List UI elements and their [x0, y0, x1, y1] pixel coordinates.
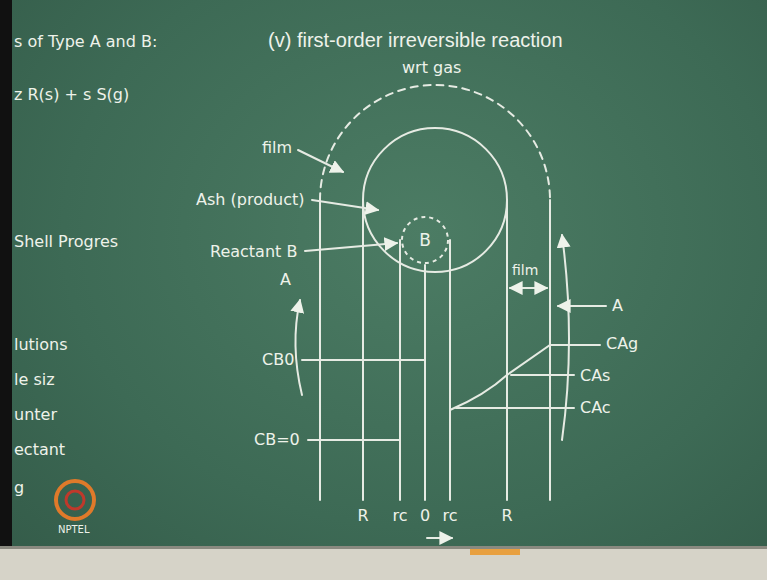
cut-off-note: s of Type A and B: [14, 32, 157, 51]
concentration-line [308, 439, 400, 441]
cut-off-note: unter [14, 405, 57, 424]
core-circle: B [400, 215, 450, 265]
film-width [510, 287, 547, 289]
chalk-ledge [0, 548, 767, 580]
film-boundary [320, 85, 550, 200]
cut-off-note: z R(s) + s S(g) [14, 85, 129, 104]
particle-figure [295, 85, 606, 538]
board-title: (v) first-order irreversible reaction [268, 28, 563, 52]
concentration-label: CB0 [262, 350, 294, 369]
concentration-label: CB=0 [254, 430, 300, 449]
radius-label: rc [442, 506, 457, 525]
flow-arrow [295, 300, 302, 395]
cut-off-note: le siz [14, 370, 55, 389]
core-boundary [402, 217, 448, 263]
logo-ring [56, 481, 94, 519]
cut-off-note: Shell Progres [14, 232, 118, 251]
ash-layer [363, 128, 507, 272]
leader-line [305, 243, 397, 251]
leader-line [298, 150, 343, 172]
core-line [399, 240, 401, 500]
cut-off-note: ectant [14, 440, 65, 459]
ledge-edge [0, 546, 767, 549]
radius-label: R [357, 506, 368, 525]
concentration-label: CAg [606, 334, 638, 353]
leader-line [511, 374, 574, 376]
gas-label: A [612, 296, 623, 315]
flow-arrow [562, 235, 569, 440]
core-label: B [419, 230, 431, 250]
reactant-label: Reactant B [210, 242, 297, 261]
concentration-label: CAc [580, 398, 611, 417]
film-label: film [512, 262, 538, 279]
radius-label: R [501, 506, 512, 525]
chalk-piece [470, 549, 520, 555]
radius-label: rc [392, 506, 407, 525]
logo-text: NPTEL [58, 524, 90, 536]
subtitle-note: wrt gas [402, 58, 461, 77]
cut-off-note: lutions [14, 335, 68, 354]
ash-label: Ash (product) [196, 190, 305, 209]
concentration-line [302, 359, 425, 361]
concentration-label: CAs [580, 366, 610, 385]
radius-label: 0 [420, 506, 430, 525]
radius-arrow [427, 537, 452, 539]
logo-ring [66, 491, 84, 509]
nptel-logo [56, 481, 94, 519]
board-edge [0, 0, 12, 580]
film-line [549, 200, 551, 500]
flow-arrow [558, 305, 606, 307]
concentration-profile [450, 345, 600, 410]
film-label: film [262, 138, 292, 157]
leader-line [312, 200, 378, 210]
film-line [319, 200, 321, 500]
center-line [424, 265, 426, 500]
gas-label: A [280, 270, 291, 289]
surface-line [506, 200, 508, 500]
core-line [449, 240, 451, 500]
cut-off-note: g [14, 478, 24, 497]
leader-line [456, 407, 574, 409]
